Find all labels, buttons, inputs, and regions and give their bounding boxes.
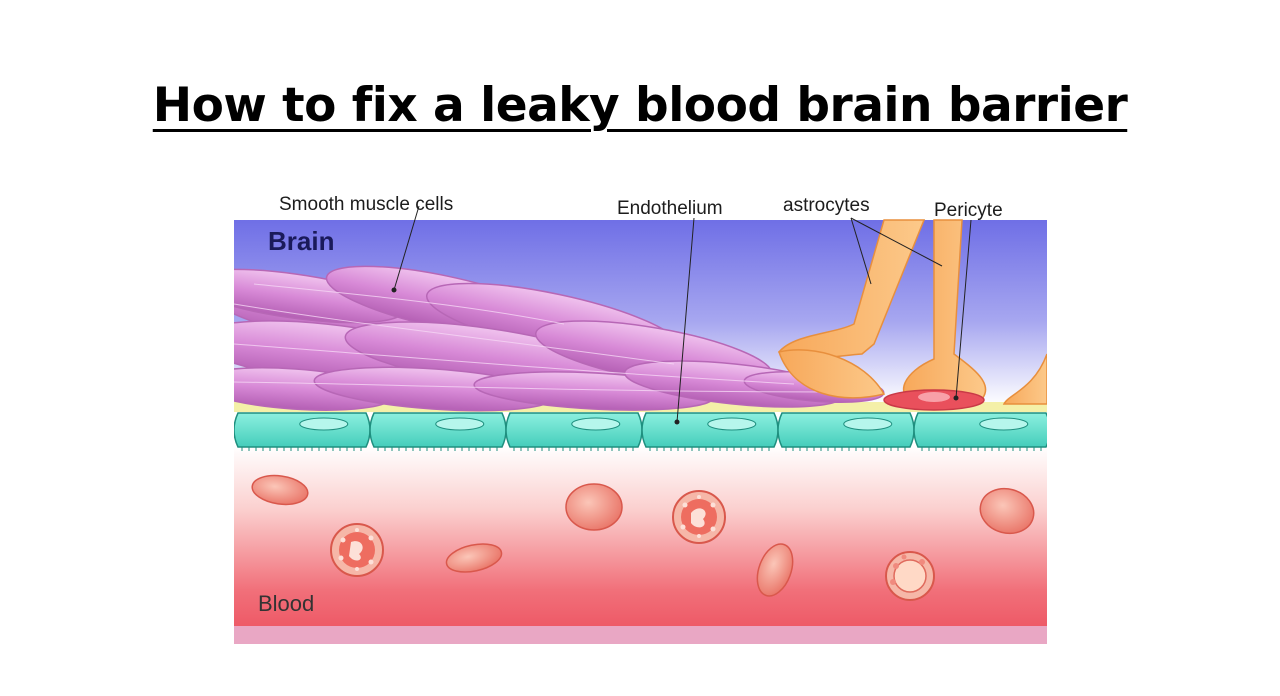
white-blood-cell <box>672 490 726 544</box>
page-title: How to fix a leaky blood brain barrier <box>152 78 1128 133</box>
red-blood-cell <box>756 543 794 597</box>
leader-lines <box>393 205 972 423</box>
label-pericyte: Pericyte <box>934 200 1003 221</box>
endothelium <box>233 412 1051 451</box>
label-band <box>234 184 1047 220</box>
smooth-muscle-cells <box>184 265 885 412</box>
endothelial-cell <box>641 412 779 451</box>
label-smooth-muscle: Smooth muscle cells <box>279 194 453 215</box>
red-blood-cell <box>445 543 503 573</box>
red-blood-cell <box>565 483 623 531</box>
endothelial-cell <box>505 412 643 451</box>
endothelial-cell <box>369 412 507 451</box>
red-blood-cell <box>251 474 309 506</box>
label-astrocytes: astrocytes <box>783 195 870 216</box>
bbb-illustration: Smooth muscle cells Endothelium astrocyt… <box>184 184 1051 644</box>
white-blood-cell <box>330 523 384 577</box>
red-blood-cell <box>979 487 1035 535</box>
endothelial-cell <box>913 412 1051 451</box>
white-blood-cell <box>885 551 935 601</box>
bbb-diagram: Smooth muscle cells Endothelium astrocyt… <box>184 184 1051 644</box>
vessel-wall-bottom <box>234 626 1047 644</box>
endothelial-cell <box>777 412 915 451</box>
blood-cells <box>251 474 1035 601</box>
endothelial-cell <box>233 412 371 451</box>
label-brain: Brain <box>268 226 334 256</box>
leader-dots <box>391 287 959 425</box>
label-endothelium: Endothelium <box>617 198 723 219</box>
pericyte <box>883 389 985 411</box>
label-blood: Blood <box>258 591 314 616</box>
